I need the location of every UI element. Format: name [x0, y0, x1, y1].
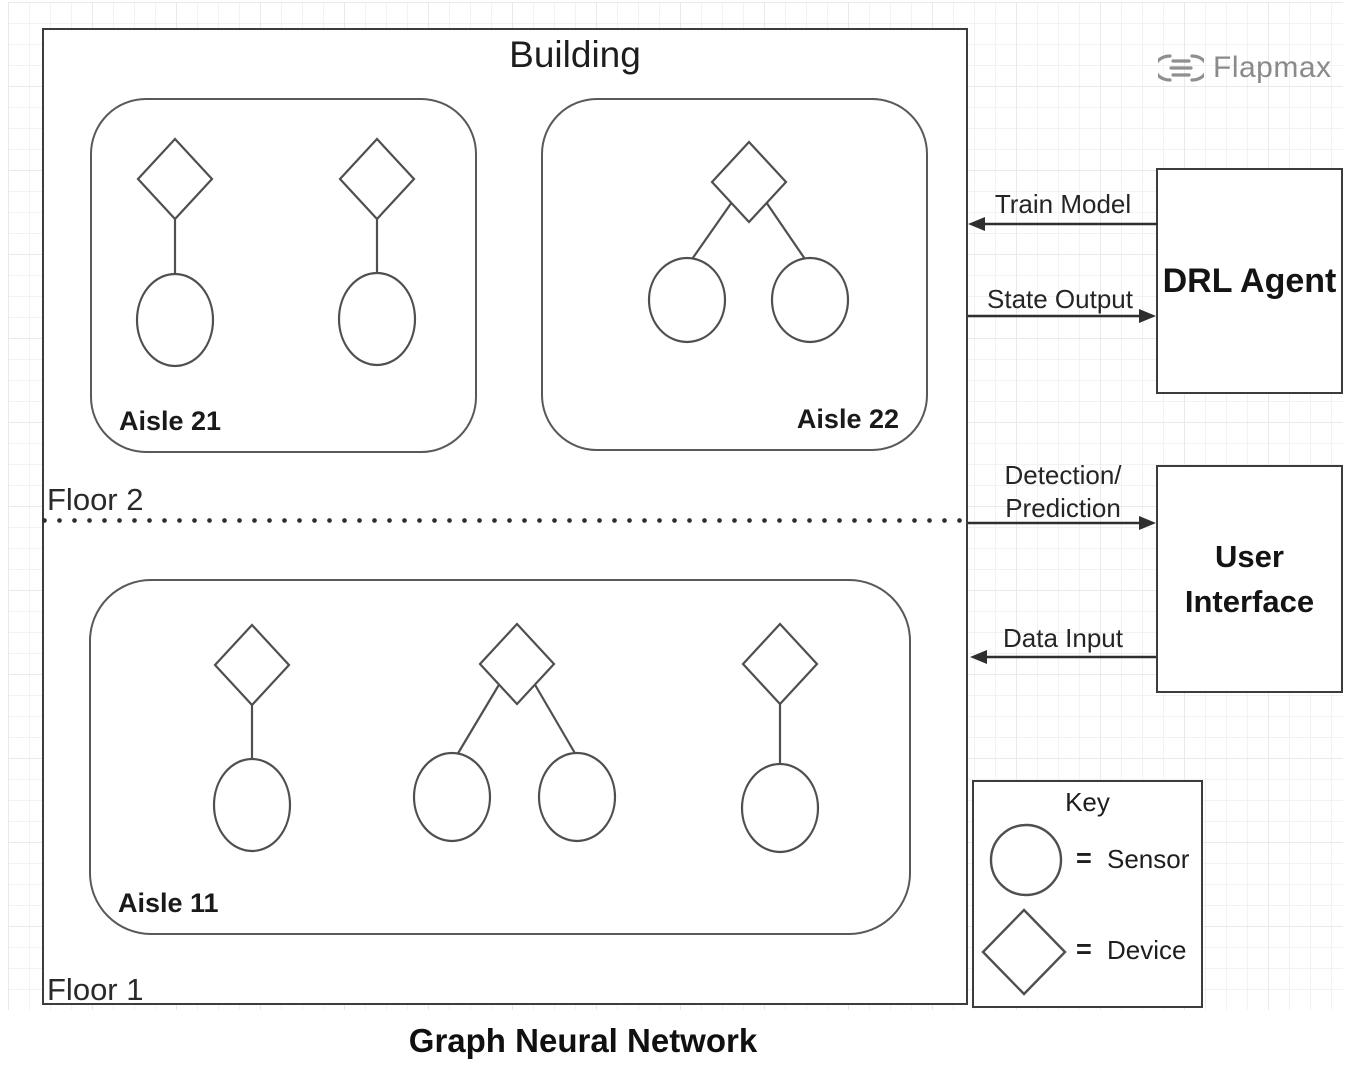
device-icon	[213, 623, 291, 707]
floor-divider-dotted-line	[42, 518, 968, 523]
device-icon	[136, 137, 214, 221]
sensor-icon	[740, 762, 820, 854]
sensor-icon	[537, 751, 617, 843]
sensor-icon	[412, 751, 492, 843]
arrowhead-left	[970, 650, 987, 664]
equals-sign: =	[1076, 934, 1092, 964]
flapmax-logo-text: Flapmax	[1213, 51, 1332, 84]
aisle-11-box: Aisle 11	[89, 579, 911, 935]
aisle-22-box: Aisle 22	[541, 98, 928, 451]
flapmax-logo: Flapmax	[1158, 51, 1332, 85]
data-input-arrow	[970, 650, 1156, 664]
train-model-label: Train Model	[994, 189, 1132, 219]
state-output-label: State Output	[987, 284, 1133, 314]
drl-agent-label: DRL Agent	[1162, 261, 1337, 300]
sensor-icon	[212, 757, 292, 853]
sensor-device-graph	[135, 137, 850, 854]
edge	[456, 682, 501, 756]
key-title: Key	[1065, 787, 1110, 817]
edge	[533, 682, 577, 756]
arrowhead-right	[1139, 516, 1156, 530]
arrowhead-left	[968, 217, 985, 231]
floor-2-label: Floor 2	[47, 482, 144, 517]
flapmax-disc-icon	[1158, 54, 1204, 82]
key-sensor-label: Sensor	[1107, 844, 1190, 874]
device-icon	[710, 140, 788, 224]
sensor-icon	[135, 272, 215, 368]
user-interface-box: User Interface	[1156, 465, 1343, 693]
key-legend-box: Key = Sensor = Device	[972, 780, 1203, 1008]
aisle-21-label: Aisle 21	[119, 406, 222, 436]
sensor-icon	[647, 256, 727, 344]
building-title: Building	[509, 34, 641, 75]
diagram-caption: Graph Neural Network	[408, 1022, 758, 1059]
floor-1-label: Floor 1	[47, 972, 144, 1007]
sensor-icon	[989, 823, 1063, 897]
equals-sign: =	[1076, 843, 1092, 873]
arrowhead-right	[1139, 309, 1156, 323]
train-model-arrow	[968, 217, 1158, 231]
key-device-label: Device	[1107, 935, 1187, 965]
building-box: Building Aisle 21 Aisle 22 Aisle 11 Floo…	[42, 28, 968, 1007]
device-icon	[741, 622, 819, 706]
state-output-arrow	[968, 309, 1156, 323]
drl-agent-box: DRL Agent	[1156, 168, 1343, 394]
detection-prediction-arrow	[968, 516, 1156, 530]
device-icon	[338, 137, 416, 221]
detection-prediction-label: Detection/ Prediction	[1004, 460, 1122, 523]
aisle-21-box: Aisle 21	[90, 98, 477, 453]
edge	[765, 201, 808, 263]
sensor-icon	[770, 256, 850, 344]
aisle-22-label: Aisle 22	[796, 404, 899, 434]
edge	[689, 201, 733, 263]
aisle-11-label: Aisle 11	[118, 888, 219, 918]
sensor-icon	[337, 271, 417, 367]
device-icon	[478, 622, 556, 706]
user-interface-label: User Interface	[1184, 539, 1315, 619]
data-input-label: Data Input	[1003, 623, 1123, 653]
device-icon	[981, 908, 1067, 996]
